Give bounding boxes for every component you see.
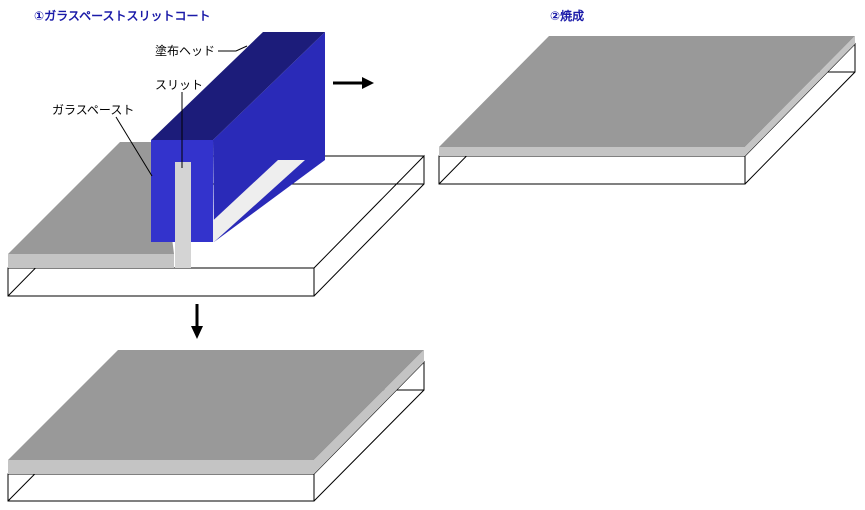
step1-title: ①ガラスペーストスリットコート	[34, 8, 210, 23]
coating-head-label: 塗布ヘッド	[155, 43, 215, 58]
coating-head-top	[151, 32, 325, 140]
panel-slit-coating: 塗布ヘッド スリット ガラスペースト	[7, 32, 425, 297]
glass-paste-layer-edge	[8, 460, 314, 474]
leader-lines	[115, 45, 248, 177]
glass-paste-leader	[115, 116, 153, 177]
glass-paste-layer-top	[8, 142, 174, 254]
arrow-down	[191, 304, 203, 339]
coating-head-shadow	[190, 160, 305, 242]
step2-title: ②焼成	[550, 8, 584, 23]
coating-head-leader	[218, 45, 248, 52]
glass-paste-layer-top	[8, 350, 424, 460]
fired-glass-layer-edge	[439, 147, 745, 156]
panel-after-coating	[7, 350, 425, 502]
fired-glass-layer-right-edge	[745, 36, 855, 156]
fired-glass-layer-top	[439, 36, 855, 147]
panel-firing	[438, 36, 856, 185]
slit-opening	[175, 162, 191, 268]
glass-paste-layer-right-edge	[314, 350, 424, 474]
glass-paste-layer-edge	[8, 254, 174, 268]
arrow-right	[333, 77, 374, 89]
slit-label: スリット	[155, 78, 203, 92]
coating-head-side	[213, 32, 325, 242]
glass-paste-label: ガラスペースト	[52, 103, 134, 117]
